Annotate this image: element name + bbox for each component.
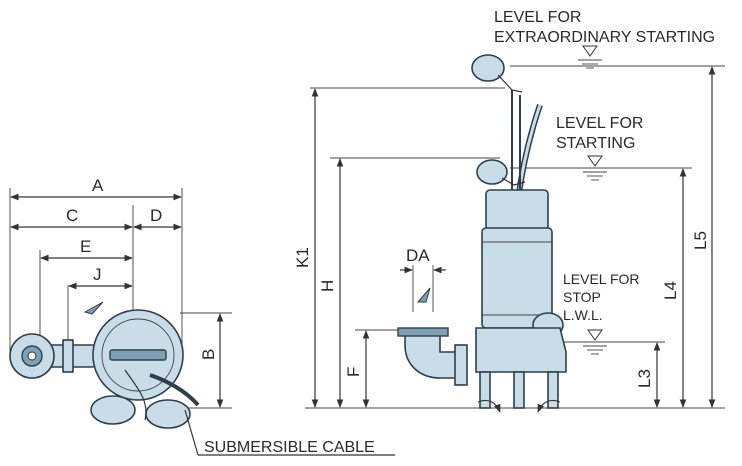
label-d: D — [150, 206, 162, 225]
label-l5: L5 — [691, 231, 710, 250]
cable-leader — [184, 409, 199, 456]
pump-top-drawing — [9, 301, 200, 429]
motor-top — [485, 189, 549, 231]
float-extraordinary — [471, 54, 505, 82]
label-h: H — [318, 280, 337, 292]
leg-center — [513, 371, 525, 409]
label-stop-line2: STOP — [563, 289, 601, 305]
label-k1: K1 — [293, 247, 312, 268]
label-submersible-cable: SUBMERSIBLE CABLE — [204, 439, 375, 456]
label-starting-line1: LEVEL FOR — [556, 115, 643, 132]
inlet-arrow-right-icon — [537, 399, 561, 413]
label-extraordinary-line2: EXTRAORDINARY STARTING — [494, 29, 715, 46]
side-view: K1 H F L3 L4 L5 DA — [293, 9, 725, 413]
discharge-flange — [397, 327, 449, 337]
label-l4: L4 — [661, 281, 680, 300]
label-l3: L3 — [635, 369, 654, 388]
housing-inner-ring — [101, 318, 175, 392]
float-right — [145, 399, 191, 429]
level-icon-starting — [587, 155, 603, 167]
leg-right — [547, 371, 559, 409]
motor-body — [481, 227, 553, 329]
label-c: C — [66, 206, 78, 225]
float-starting — [476, 159, 508, 185]
flow-arrow-icon — [416, 287, 431, 303]
label-j: J — [93, 265, 102, 284]
label-extraordinary-line1: LEVEL FOR — [494, 9, 581, 26]
level-icon-stop — [587, 329, 603, 341]
pump-casing — [475, 327, 567, 373]
label-stop-line3: L.W.L. — [563, 307, 603, 323]
label-stop-line1: LEVEL FOR — [563, 271, 640, 287]
pump-side-drawing — [397, 54, 567, 413]
elbow-flange — [454, 344, 468, 386]
water-level-symbols — [578, 45, 607, 355]
label-b: B — [199, 349, 218, 360]
label-f: F — [344, 367, 363, 377]
label-e: E — [80, 237, 91, 256]
discharge-elbow — [404, 334, 461, 379]
label-starting-line2: STARTING — [556, 135, 635, 152]
level-icon-extraordinary — [582, 45, 598, 57]
float-left — [90, 395, 136, 425]
inlet-arrow-left-icon — [477, 399, 501, 413]
handle-bar — [109, 349, 167, 361]
top-view: A C D E J B SUBMERSIBLE CABLE — [9, 176, 395, 456]
direction-arrow-icon — [83, 301, 104, 315]
outlet-flange — [62, 339, 74, 373]
outlet-center — [27, 351, 37, 361]
leg-left — [479, 371, 491, 409]
float-rod — [124, 369, 147, 421]
label-da: DA — [406, 246, 430, 265]
label-a: A — [92, 176, 104, 195]
cable-stub — [149, 373, 200, 407]
